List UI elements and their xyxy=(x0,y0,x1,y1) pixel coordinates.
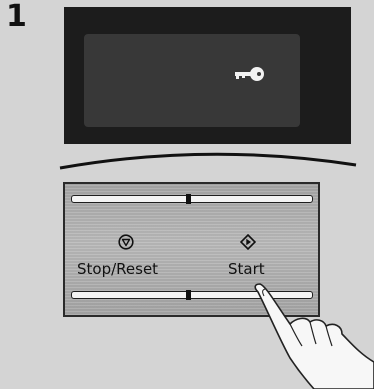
stop-icon xyxy=(118,234,134,250)
top-slot-divider xyxy=(186,194,191,204)
pointing-hand-icon xyxy=(250,282,374,389)
start-icon xyxy=(240,234,256,250)
display-frame xyxy=(64,7,351,144)
step-number: 1 xyxy=(6,2,27,32)
stop-reset-label[interactable]: Stop/Reset xyxy=(77,260,158,278)
top-button-slot xyxy=(71,195,313,203)
start-label[interactable]: Start xyxy=(228,260,265,278)
display-screen xyxy=(84,34,300,127)
bottom-slot-divider xyxy=(186,290,191,300)
key-icon xyxy=(234,66,266,82)
bezel-edge-divider xyxy=(58,146,358,170)
